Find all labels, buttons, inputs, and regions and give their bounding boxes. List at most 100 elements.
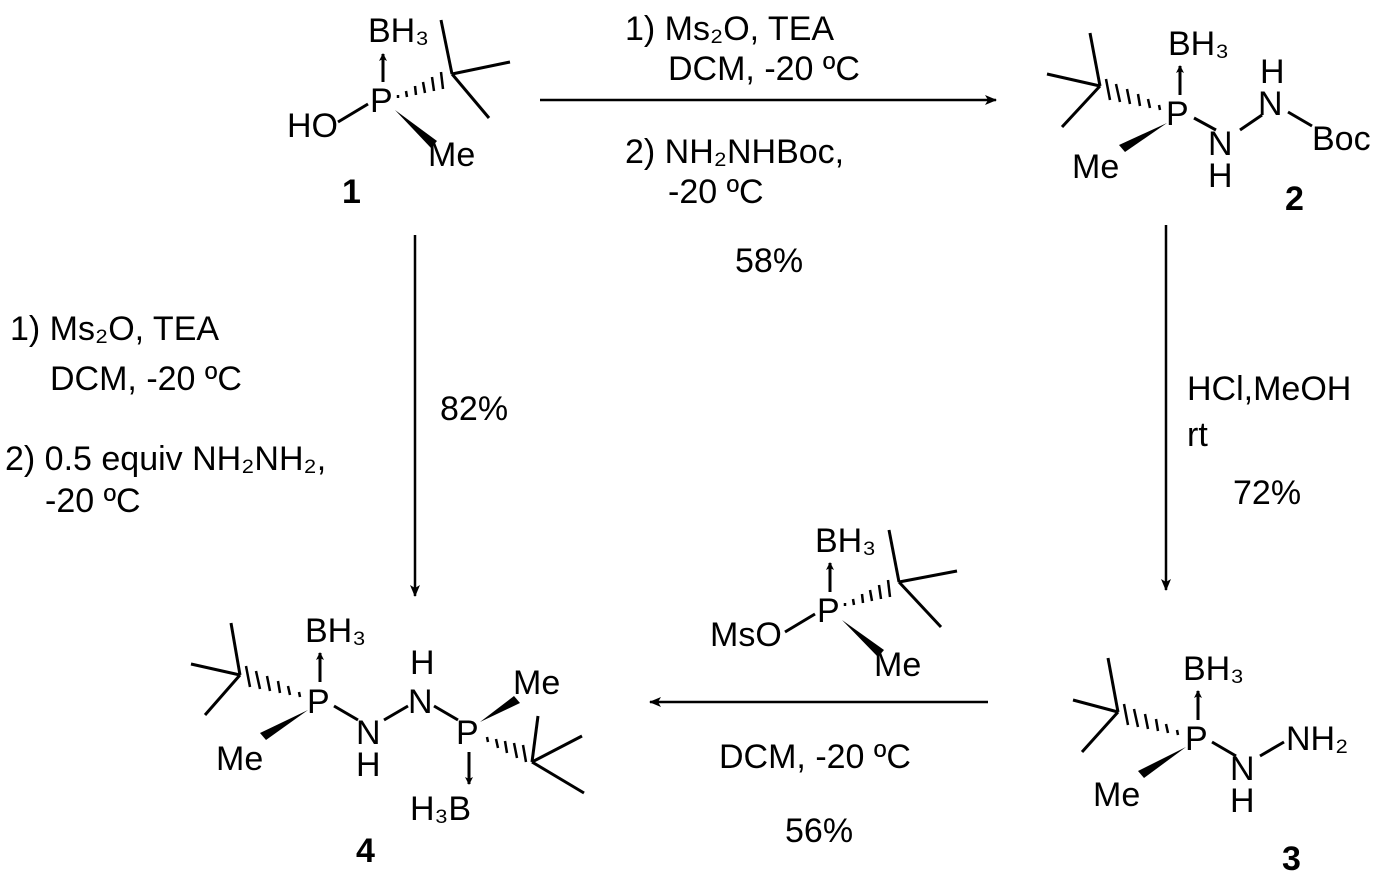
c1-me-label: Me [428,136,475,174]
reagent-mso-label: MsO [710,616,782,654]
c2-n-n-bond [1239,113,1263,132]
c4-hashed-bond-right [485,736,528,763]
c1-ho-label: HO [287,107,338,145]
c2-wedge-bond [1119,123,1167,152]
c2-tbu-me2 [1088,32,1102,87]
c1-p-label: P [370,82,393,120]
c4-tbu2-me1 [531,734,583,764]
reagent-me-label: Me [874,646,921,684]
cond-12-line1: 1) Ms₂O, TEA [625,10,834,48]
c2-h2-label: H [1260,53,1285,91]
c4-tbu2-me2 [531,760,585,795]
reagent-mesylate: BH₃ P MsO Me [710,522,958,684]
conditions-2-to-3: HCl,MeOH rt 72% [1187,370,1351,512]
c4-tbu1-me3 [203,674,242,716]
c2-number: 2 [1285,180,1304,218]
c4-p1-label: P [307,683,330,721]
cond-14-line3: 2) 0.5 equiv NH₂NH₂, [5,440,326,478]
conditions-1-to-4: 1) Ms₂O, TEA DCM, -20 ºC 2) 0.5 equiv NH… [5,310,508,520]
c2-tbu-me1 [1046,72,1101,88]
c4-n-p2-bond [433,704,459,722]
c4-me2-label: Me [513,664,560,702]
c1-bh3-label: BH₃ [368,12,429,50]
c4-wedge-bond-left [260,710,308,740]
c4-n2-label: N [408,683,433,721]
c4-h2-label: H [410,644,435,682]
c1-o-p-bond [337,102,369,124]
c2-tbu-me3 [1060,84,1102,129]
cond-34-yield: 56% [785,812,853,850]
c2-hashed-bond [1104,78,1162,111]
cond-12-line2: DCM, -20 ºC [668,50,860,88]
c4-number: 4 [356,832,375,870]
c4-p2-label: P [456,714,479,752]
c3-bh3-label: BH₃ [1183,650,1244,688]
c1-wedge-bond [395,110,437,148]
c3-p-n-bond [1211,740,1237,758]
c3-tbu-me3 [1080,710,1120,754]
c4-h3b-label: H₃B [410,790,471,828]
c3-number: 3 [1282,840,1301,878]
c1-tbu-me1 [451,60,511,76]
cond-14-yield: 82% [440,390,508,428]
c2-p-label: P [1166,95,1189,133]
reagent-tbu-me3 [897,580,943,629]
c1-number: 1 [342,173,361,211]
c4-me1-label: Me [216,740,263,778]
compound-4: BH₃ P Me N H H N P Me [190,612,585,870]
c4-tbu1-me2 [229,622,242,676]
compound-1: BH₃ P HO Me 1 [287,12,511,211]
conditions-1-to-2: 1) Ms₂O, TEA DCM, -20 ºC 2) NH₂NHBoc, -2… [625,10,860,280]
c2-n1-label: N [1208,125,1233,163]
c4-hashed-bond-left [244,665,302,698]
cond-14-line4: -20 ºC [45,482,141,520]
compound-2: BH₃ P Me N H H N Boc 2 [1046,25,1371,218]
c3-me-label: Me [1093,776,1140,814]
reagent-wedge-bond [842,620,884,657]
reagent-p-label: P [817,592,840,630]
cond-12-yield: 58% [735,242,803,280]
cond-23-line1: HCl,MeOH [1187,370,1351,408]
c3-wedge-bond [1138,747,1186,778]
cond-14-line1: 1) Ms₂O, TEA [10,310,219,348]
reagent-hashed-bond [843,579,892,606]
cond-34-line1: DCM, -20 ºC [719,738,911,776]
c3-tbu-me2 [1106,657,1120,713]
c3-tbu-me1 [1072,698,1119,714]
c3-n-label: N [1230,750,1255,788]
c1-hashed-bond [396,71,445,98]
c2-n-boc-bond [1287,110,1313,128]
c3-nh2-label: NH₂ [1286,720,1348,758]
conditions-3-to-4: DCM, -20 ºC 56% [719,738,911,850]
c2-h1-label: H [1208,157,1233,195]
c4-wedge-bond-right [480,696,520,722]
c3-p-label: P [1185,720,1208,758]
reagent-tbu-me1 [898,569,958,584]
c4-n-n-bond [383,704,409,722]
cond-23-yield: 72% [1233,474,1301,512]
c2-p-n-bond [1193,116,1217,132]
c2-n2-label: N [1258,85,1283,123]
c4-n1-label: N [356,714,381,752]
c2-bh3-label: BH₃ [1168,25,1229,63]
c4-p1-n-bond [333,704,359,722]
reagent-bh3-label: BH₃ [815,522,876,560]
c1-tbu-me3 [450,73,491,119]
c4-bh3-label: BH₃ [305,612,366,650]
cond-12-line3: 2) NH₂NHBoc, [625,133,844,171]
c3-n-n-bond [1259,740,1285,758]
c4-h1-label: H [356,746,381,784]
c4-tbu2-me3 [530,715,540,763]
reagent-o-p-bond [784,612,816,634]
c3-h-label: H [1230,782,1255,820]
c2-me-label: Me [1072,148,1119,186]
c1-tbu-me2 [439,19,454,75]
c3-hashed-bond [1122,703,1180,736]
reagent-tbu-me2 [887,529,901,583]
c4-tbu1-me1 [190,662,241,677]
cond-23-line2: rt [1187,416,1208,454]
c2-boc-label: Boc [1312,120,1371,158]
cond-12-line4: -20 ºC [668,173,764,211]
compound-3: BH₃ P Me N H NH₂ 3 [1072,650,1348,878]
